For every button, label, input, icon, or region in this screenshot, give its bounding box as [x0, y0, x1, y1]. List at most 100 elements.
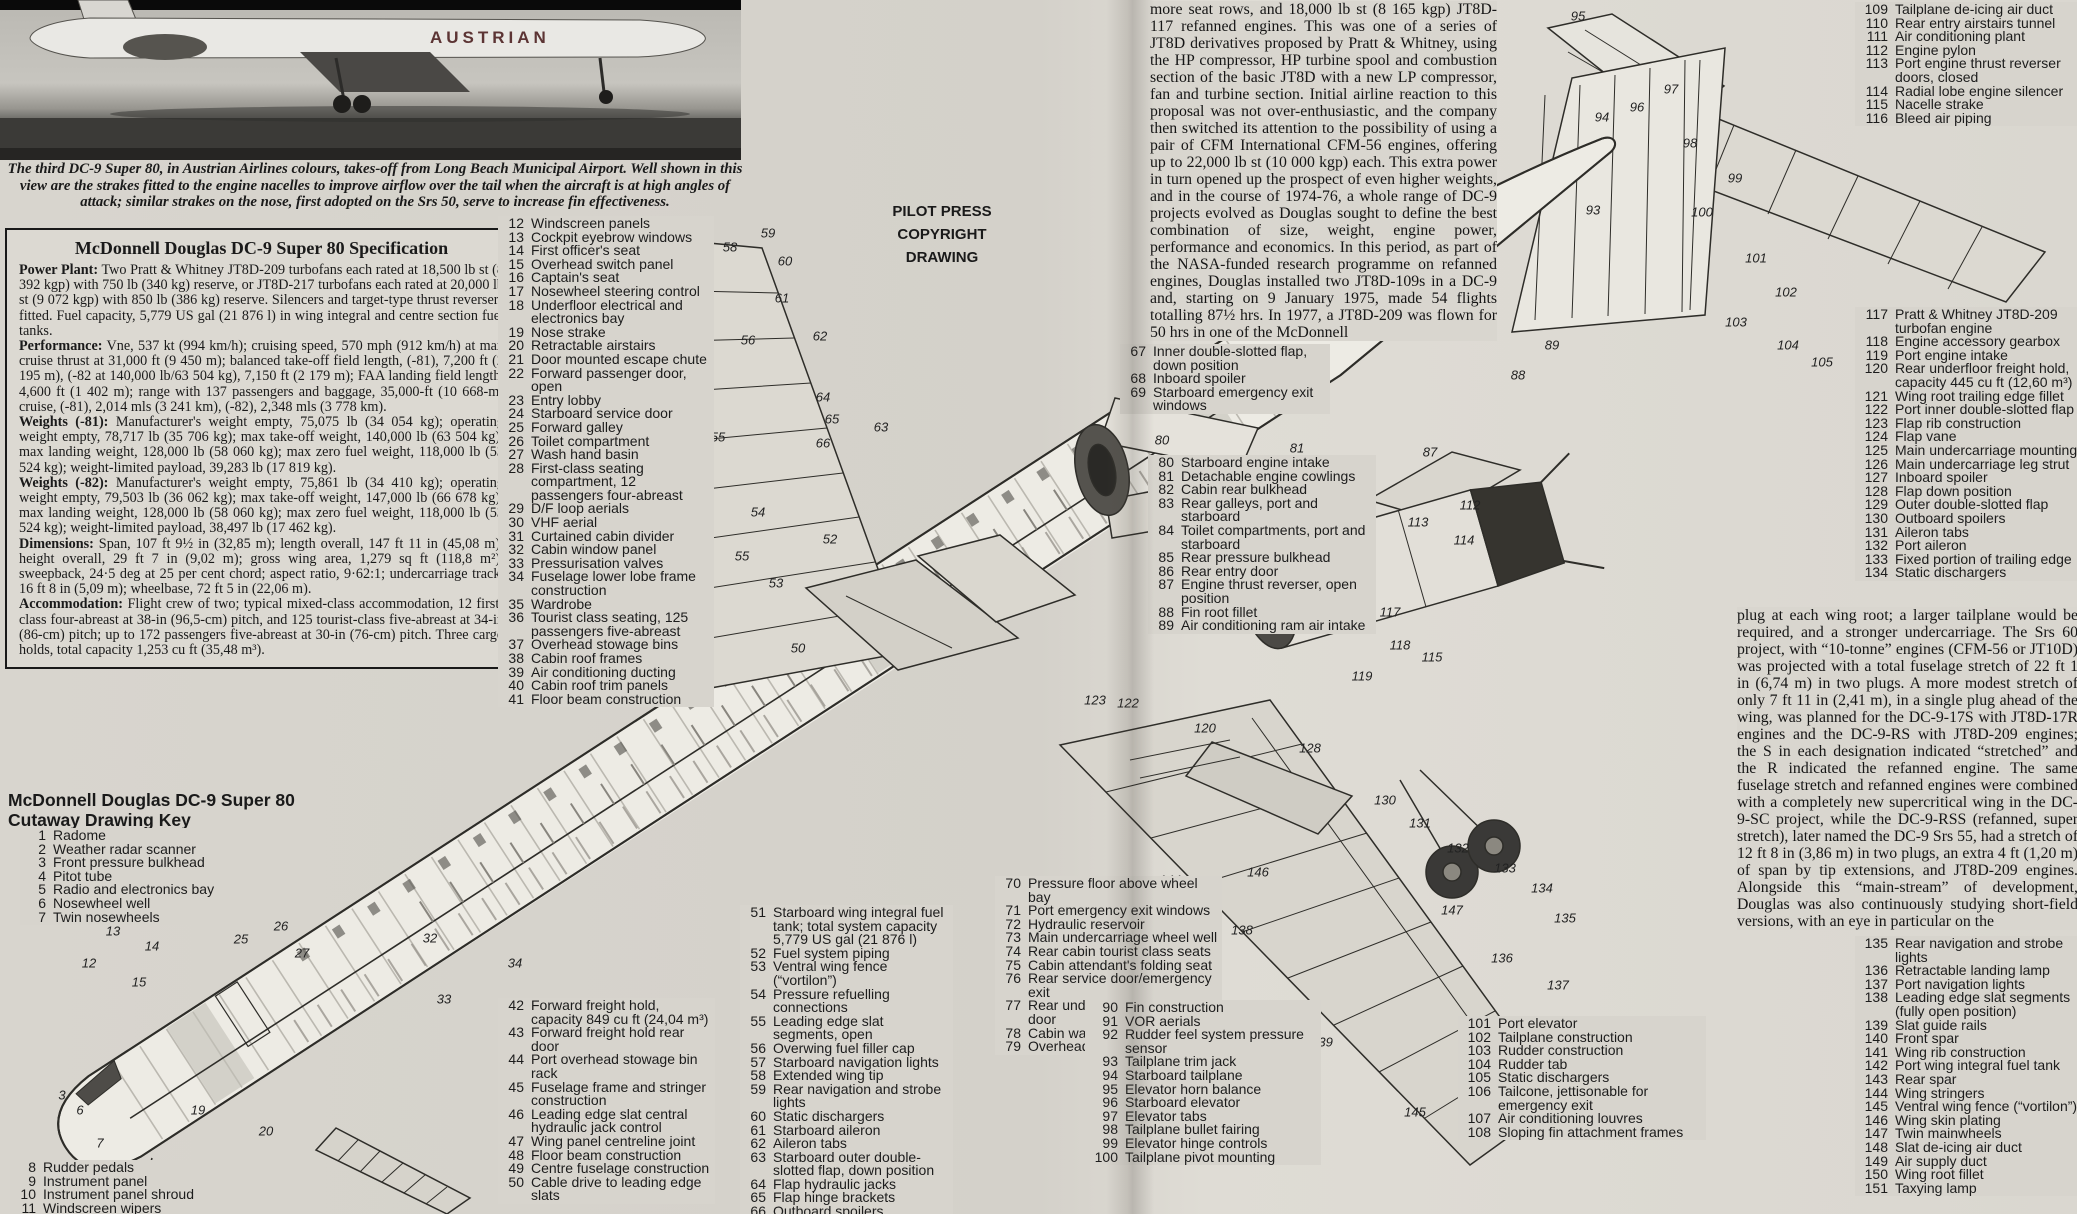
- spec-text: Span, 107 ft 9½ in (32,85 m); length ove…: [19, 535, 504, 598]
- spec-power-plant: Power Plant: Two Pratt & Whitney JT8D-20…: [19, 262, 505, 339]
- spec-text: Two Pratt & Whitney JT8D-209 turbofans e…: [19, 262, 505, 339]
- spec-weights-81: Weights (-81): Manufacturer's weight emp…: [19, 414, 504, 476]
- cutaway-key-heading-line2: Cutaway Drawing Key: [8, 809, 191, 830]
- takeoff-photo: AUSTRIAN: [0, 0, 741, 160]
- spec-label: Dimensions:: [19, 535, 94, 552]
- takeoff-photo-art: AUSTRIAN: [0, 0, 741, 160]
- spec-label: Power Plant:: [19, 262, 99, 278]
- aircraft-titles: AUSTRIAN: [430, 28, 550, 47]
- spec-weights-82: Weights (-82): Manufacturer's weight emp…: [19, 475, 504, 537]
- spec-text: Flight crew of two; typical mixed-class …: [19, 596, 504, 659]
